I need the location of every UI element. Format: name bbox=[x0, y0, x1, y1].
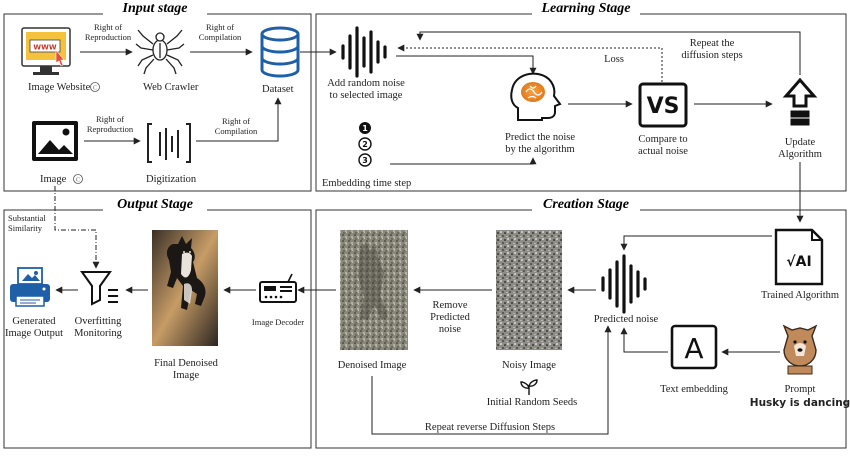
right-reproduction-label-1b: Reproduction bbox=[85, 32, 132, 42]
final-image-label: Final Denoised bbox=[154, 358, 219, 369]
arrow-digitization-dataset bbox=[196, 97, 282, 142]
svg-text:VS: VS bbox=[647, 94, 680, 119]
svg-text:A: A bbox=[684, 332, 703, 365]
right-reproduction-label-2: Right of bbox=[96, 114, 124, 124]
overfitting-label-2: Monitoring bbox=[74, 328, 123, 339]
overfitting-funnel-icon bbox=[80, 271, 118, 306]
dataset-icon bbox=[260, 26, 300, 78]
prompt-label: Prompt bbox=[785, 384, 816, 395]
right-compilation-label-1b: Compilation bbox=[199, 32, 242, 42]
web-crawler-label: Web Crawler bbox=[143, 82, 199, 93]
prompt-text: Husky is dancing bbox=[750, 397, 850, 409]
image-label: Image bbox=[40, 174, 67, 185]
loss-feedback-arrow bbox=[397, 44, 663, 86]
web-crawler-icon bbox=[135, 29, 185, 75]
arrow-noise-predict bbox=[396, 55, 537, 75]
generated-output-label-2: Image Output bbox=[5, 328, 63, 339]
digitization-label: Digitization bbox=[146, 174, 197, 185]
substantial-label-2: Similarity bbox=[8, 223, 43, 233]
right-reproduction-label-2b: Reproduction bbox=[87, 124, 134, 134]
right-compilation-label-2b: Compilation bbox=[215, 126, 258, 136]
add-noise-label: Add random noise bbox=[327, 78, 405, 89]
predicted-noise-label: Predicted noise bbox=[594, 314, 659, 325]
overfitting-label: Overfitting bbox=[75, 316, 122, 327]
update-label-2: Algorithm bbox=[778, 149, 822, 160]
update-algorithm-icon bbox=[782, 77, 818, 126]
text-embedding-label: Text embedding bbox=[660, 384, 729, 395]
creation-stage-title: Creation Stage bbox=[543, 197, 629, 212]
seeds-label: Initial Random Seeds bbox=[487, 397, 577, 408]
update-label: Update bbox=[785, 137, 816, 148]
repeat-diffusion-arrow bbox=[416, 31, 801, 75]
generated-output-label: Generated bbox=[12, 316, 56, 327]
text-embedding-icon: A bbox=[670, 324, 718, 370]
copyright-icon: C bbox=[90, 82, 100, 92]
image-icon bbox=[32, 121, 78, 161]
svg-text:1: 1 bbox=[362, 124, 368, 133]
arrow-trained-noise bbox=[620, 235, 772, 251]
svg-text:√AI: √AI bbox=[786, 254, 811, 270]
loss-label: Loss bbox=[604, 54, 624, 65]
image-website-icon: WWW bbox=[21, 27, 71, 75]
substantial-label: Substantial bbox=[8, 213, 46, 223]
noise-wave-icon bbox=[341, 26, 387, 78]
embedding-label: Embedding time step bbox=[322, 178, 411, 189]
predicted-noise-icon bbox=[601, 254, 647, 314]
repeat-label: Repeat the bbox=[690, 38, 735, 49]
svg-text:C: C bbox=[93, 86, 97, 92]
svg-text:WWW: WWW bbox=[33, 44, 56, 52]
denoised-image-label: Denoised Image bbox=[338, 360, 407, 371]
right-reproduction-label-1: Right of bbox=[94, 22, 122, 32]
svg-text:2: 2 bbox=[362, 140, 368, 149]
husky-prompt-icon bbox=[782, 324, 818, 375]
noisy-image-label: Noisy Image bbox=[502, 360, 556, 371]
predict-label-2: by the algorithm bbox=[505, 144, 574, 155]
arrow-text-noise bbox=[620, 327, 668, 353]
digitization-icon bbox=[147, 123, 191, 163]
generated-output-icon bbox=[10, 267, 50, 307]
repeat-reverse-label: Repeat reverse Diffusion Steps bbox=[425, 422, 555, 433]
repeat-reverse-arrow bbox=[371, 325, 612, 435]
right-compilation-label-2: Right of bbox=[222, 116, 250, 126]
compare-label: Compare to bbox=[638, 134, 687, 145]
compare-label-2: actual noise bbox=[638, 146, 688, 157]
copyright-icon-2: C bbox=[73, 174, 83, 184]
remove-label-3: noise bbox=[439, 324, 462, 335]
repeat-label-2: diffusion steps bbox=[681, 50, 742, 61]
final-denoised-image bbox=[152, 230, 218, 346]
brain-head-icon bbox=[510, 72, 562, 121]
learning-stage-title: Learning Stage bbox=[540, 1, 630, 16]
remove-label-2: Predicted bbox=[430, 312, 470, 323]
predict-label: Predict the noise bbox=[505, 132, 575, 143]
trained-algorithm-icon: √AI bbox=[774, 228, 824, 286]
time-step-icon: 1 2 3 bbox=[358, 122, 372, 167]
image-decoder-label: Image Decoder bbox=[252, 317, 304, 327]
trained-algorithm-label: Trained Algorithm bbox=[761, 290, 839, 301]
svg-text:3: 3 bbox=[362, 156, 368, 165]
remove-label: Remove bbox=[433, 300, 468, 311]
dataset-label: Dataset bbox=[262, 84, 294, 95]
final-image-label-2: Image bbox=[173, 370, 200, 381]
input-stage-title: Input stage bbox=[122, 1, 188, 16]
arrow-embedding-predict bbox=[390, 157, 537, 165]
image-website-label: Image Website bbox=[28, 82, 91, 93]
image-decoder-icon bbox=[259, 273, 297, 303]
output-stage-title: Output Stage bbox=[117, 197, 193, 212]
add-noise-label-2: to selected image bbox=[330, 90, 403, 101]
substantial-similarity-arrow bbox=[54, 186, 100, 269]
right-compilation-label-1: Right of bbox=[206, 22, 234, 32]
vs-icon: VS bbox=[638, 82, 688, 128]
noisy-image bbox=[496, 230, 562, 350]
denoised-image bbox=[340, 230, 408, 350]
svg-text:C: C bbox=[76, 178, 80, 184]
seed-icon bbox=[520, 379, 538, 395]
